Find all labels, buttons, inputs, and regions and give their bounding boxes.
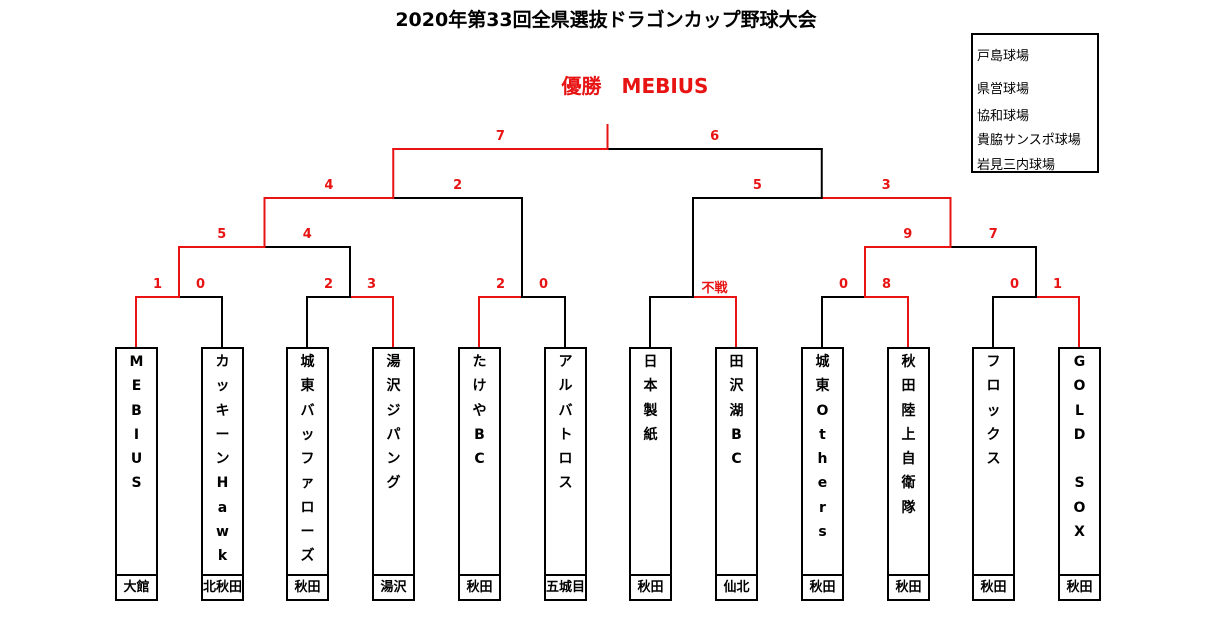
- tournament-title: 2020年第33回全県選抜ドラゴンカップ野球大会: [395, 9, 817, 31]
- team-region: 秋田: [974, 574, 1013, 599]
- match-score: 8: [881, 277, 892, 292]
- match-score: 5: [217, 227, 227, 242]
- match-score: 7: [495, 129, 505, 144]
- match-score: 3: [366, 277, 377, 292]
- team-name: 城東バッファローズ: [300, 354, 315, 565]
- team-region: 秋田: [631, 574, 670, 599]
- team-name: フロックス: [986, 354, 1001, 468]
- team-region: 秋田: [803, 574, 842, 599]
- match-score: 2: [453, 178, 463, 193]
- match-score: 1: [152, 277, 163, 292]
- team-name: 日本製紙: [643, 354, 658, 443]
- team-name: 湯沢ジパング: [386, 354, 401, 492]
- match-score: 1: [1052, 277, 1063, 292]
- venue-item: 貴脇サンスポ球場: [977, 133, 1081, 148]
- team-box: 秋田陸上自衛隊秋田: [887, 347, 930, 601]
- match-score: 0: [195, 277, 206, 292]
- match-score: 2: [323, 277, 334, 292]
- team-box: 日本製紙秋田: [629, 347, 672, 601]
- match-score: 6: [710, 129, 720, 144]
- team-region: 仙北: [717, 574, 756, 599]
- match-score: 4: [324, 178, 334, 193]
- match-score: 不戦: [701, 281, 728, 296]
- match-score: 7: [988, 227, 998, 242]
- team-box: 城東バッファローズ秋田: [286, 347, 329, 601]
- match-score: 0: [1009, 277, 1020, 292]
- team-region: 秋田: [288, 574, 327, 599]
- team-region: 大館: [117, 574, 156, 599]
- match-score: 2: [495, 277, 506, 292]
- team-region: 秋田: [1060, 574, 1099, 599]
- match-score: 0: [538, 277, 549, 292]
- venue-item: 県営球場: [977, 82, 1030, 97]
- team-name: アルバトロス: [558, 354, 573, 492]
- match-score: 4: [302, 227, 312, 242]
- team-region: 北秋田: [203, 574, 242, 599]
- team-box: フロックス秋田: [972, 347, 1015, 601]
- venue-item: 戸島球場: [977, 49, 1030, 64]
- match-score: 9: [903, 227, 913, 242]
- team-region: 秋田: [460, 574, 499, 599]
- champion-label: 優勝 MEBIUS: [561, 74, 709, 98]
- match-score: 5: [752, 178, 762, 193]
- match-score: 0: [838, 277, 849, 292]
- team-region: 湯沢: [374, 574, 413, 599]
- venue-item: 協和球場: [977, 109, 1030, 124]
- team-region: 秋田: [889, 574, 928, 599]
- venue-item: 岩見三内球場: [977, 158, 1056, 173]
- venue-list: 戸島球場 県営球場 協和球場 貴脇サンスポ球場 岩見三内球場: [971, 33, 1099, 173]
- team-box: アルバトロス五城目: [544, 347, 587, 601]
- match-score: 3: [881, 178, 891, 193]
- team-region: 五城目: [546, 574, 585, 599]
- team-name: 秋田陸上自衛隊: [901, 354, 916, 516]
- team-box: 湯沢ジパング湯沢: [372, 347, 415, 601]
